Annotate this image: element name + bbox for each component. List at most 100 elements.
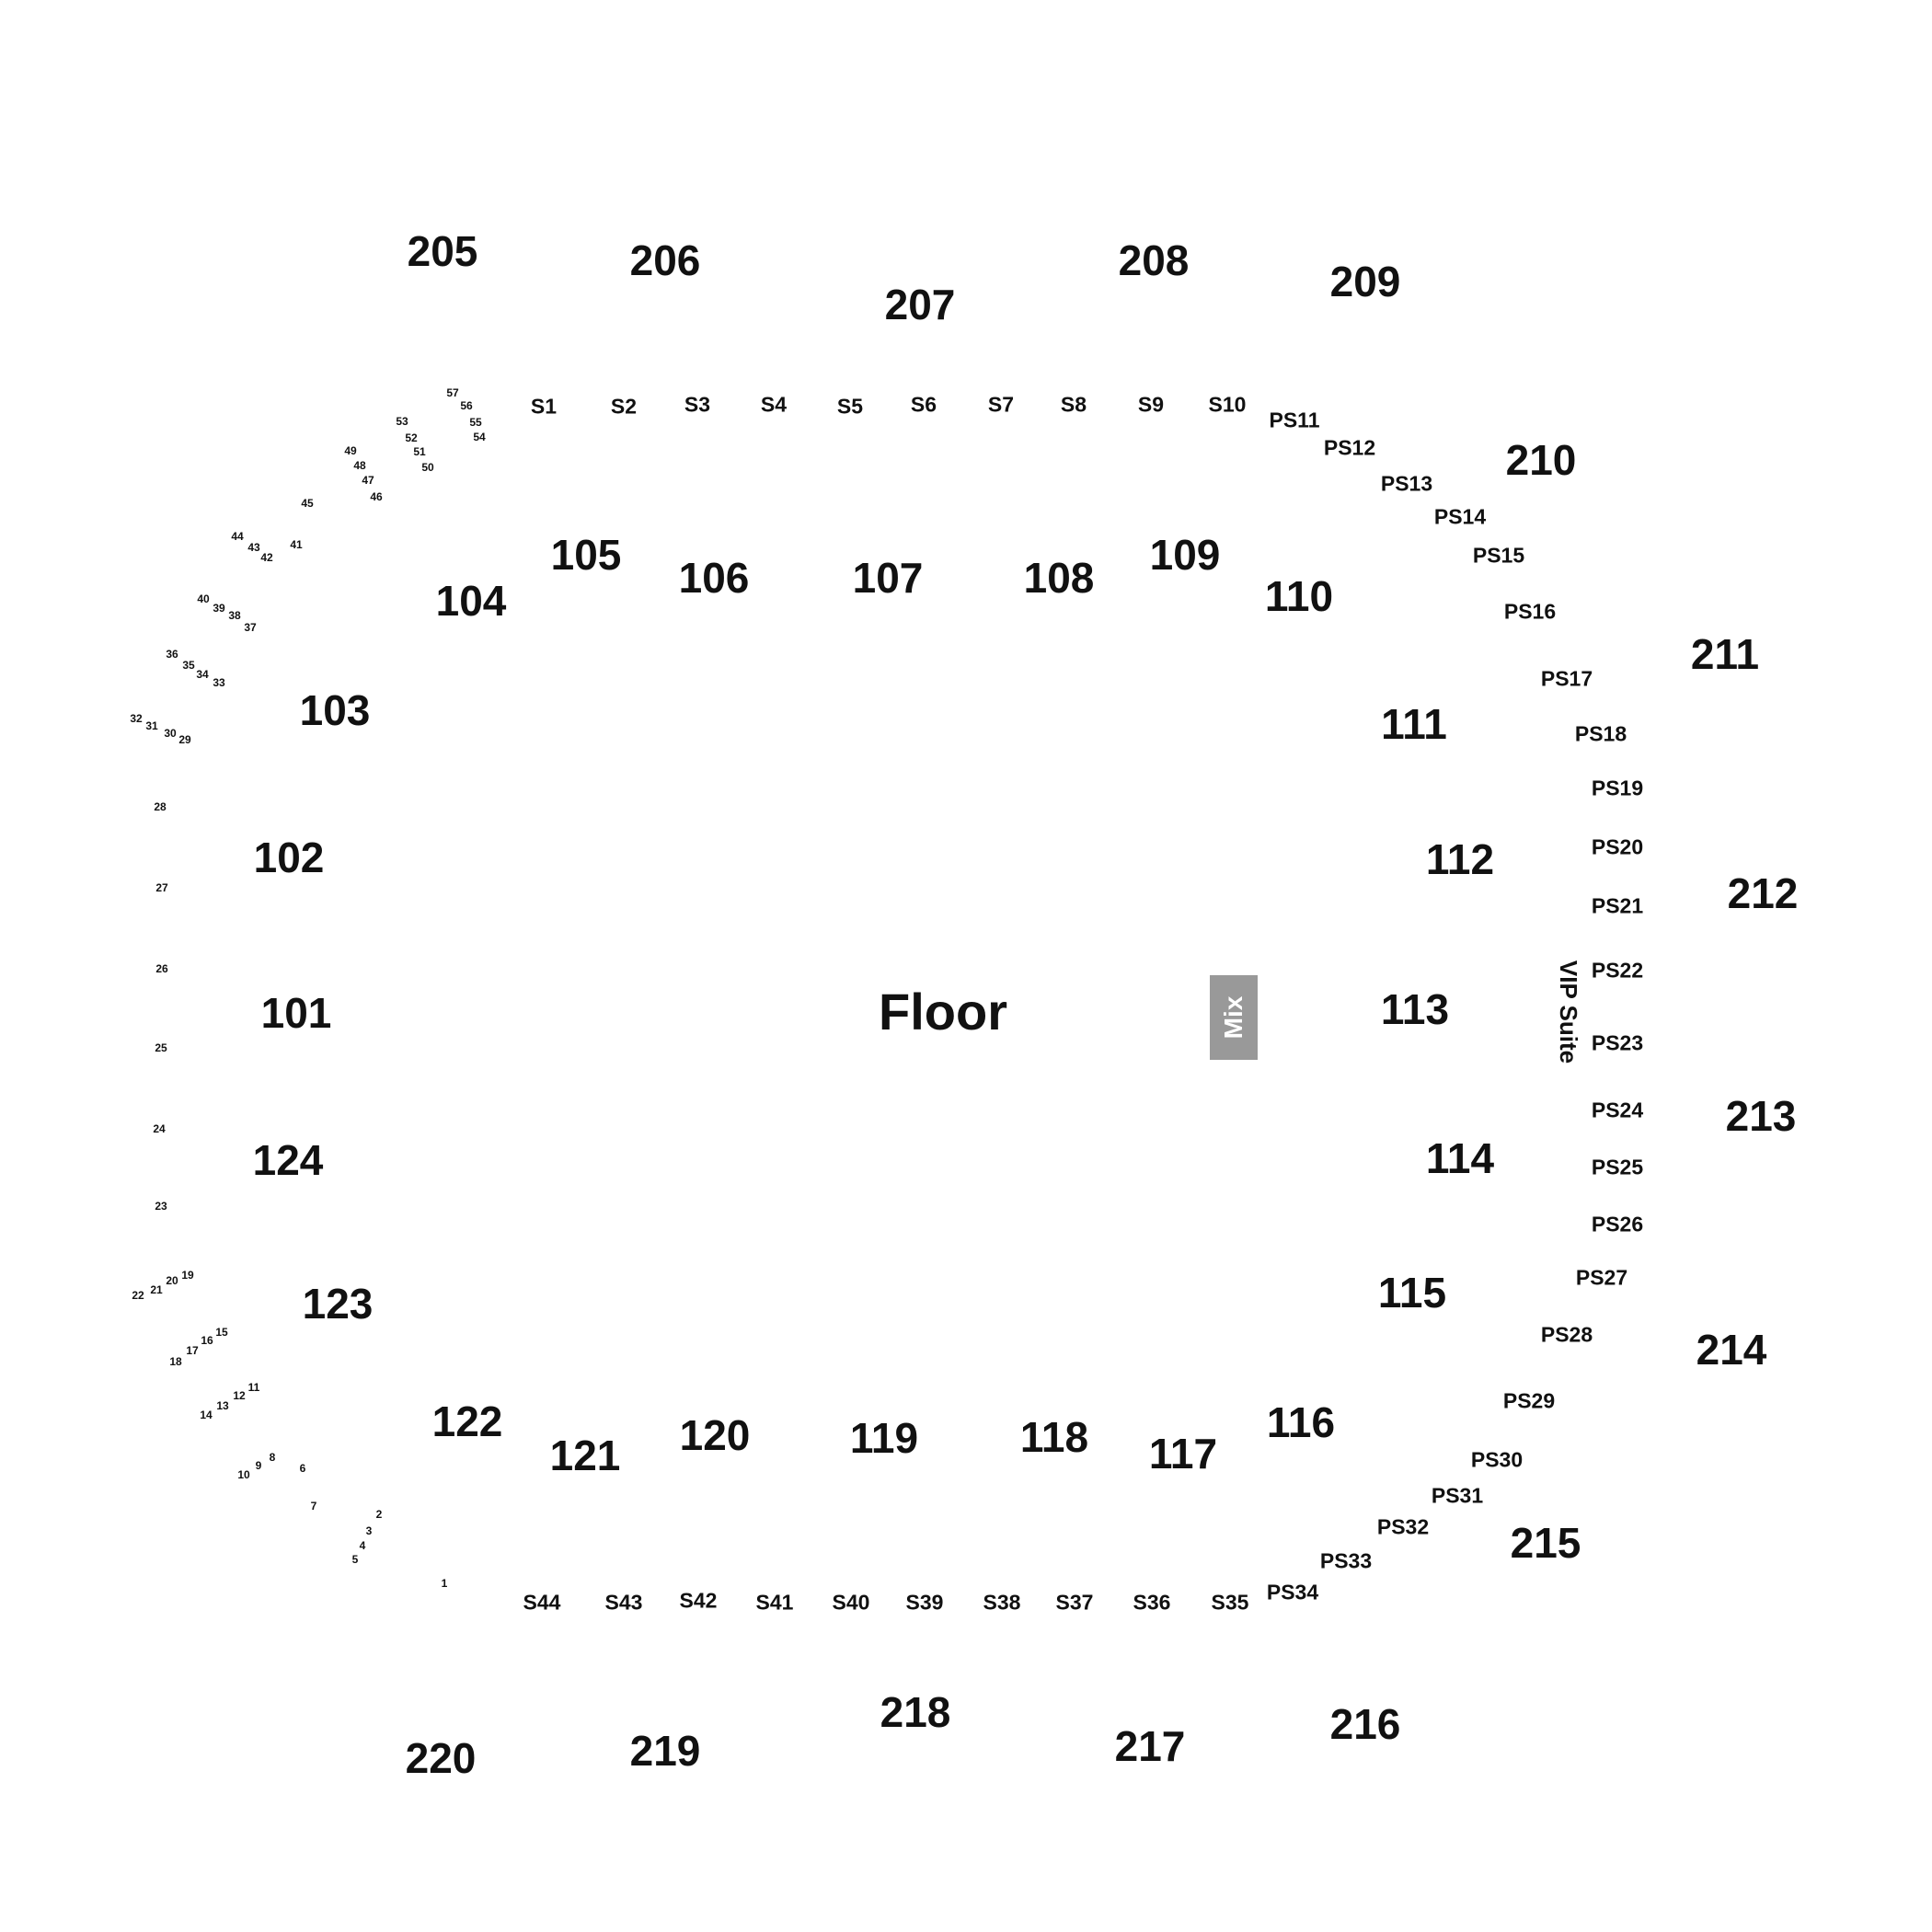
suite-ps11[interactable]: PS11 (1269, 408, 1320, 432)
suite-s6[interactable]: S6 (910, 392, 937, 417)
box-36[interactable]: 36 (166, 648, 178, 661)
section-209[interactable]: 209 (1329, 258, 1401, 305)
section-113[interactable]: 113 (1380, 985, 1450, 1033)
box-18[interactable]: 18 (169, 1355, 182, 1368)
box-34[interactable]: 34 (196, 668, 209, 681)
box-45[interactable]: 45 (301, 497, 314, 510)
section-114[interactable]: 114 (1425, 1134, 1495, 1182)
suite-s42[interactable]: S42 (679, 1588, 718, 1613)
section-220[interactable]: 220 (405, 1734, 477, 1782)
box-47[interactable]: 47 (362, 474, 374, 487)
box-44[interactable]: 44 (231, 530, 244, 543)
section-105[interactable]: 105 (550, 531, 622, 579)
section-213[interactable]: 213 (1725, 1092, 1797, 1140)
box-46[interactable]: 46 (370, 490, 383, 503)
suite-ps15[interactable]: PS15 (1472, 543, 1525, 568)
box-26[interactable]: 26 (155, 962, 168, 975)
suite-ps13[interactable]: PS13 (1380, 471, 1433, 496)
suite-s39[interactable]: S39 (905, 1590, 944, 1615)
box-25[interactable]: 25 (155, 1041, 167, 1054)
section-108[interactable]: 108 (1023, 554, 1095, 602)
section-101[interactable]: 101 (260, 989, 332, 1037)
box-27[interactable]: 27 (155, 881, 168, 894)
section-116[interactable]: 116 (1266, 1398, 1336, 1446)
section-110[interactable]: 110 (1264, 572, 1334, 620)
section-120[interactable]: 120 (679, 1411, 751, 1459)
section-210[interactable]: 210 (1505, 436, 1577, 484)
section-208[interactable]: 208 (1118, 236, 1190, 284)
suite-ps31[interactable]: PS31 (1431, 1483, 1484, 1508)
box-28[interactable]: 28 (154, 800, 167, 813)
box-48[interactable]: 48 (353, 459, 366, 472)
suite-s41[interactable]: S41 (755, 1590, 794, 1615)
suite-ps17[interactable]: PS17 (1540, 666, 1593, 691)
suite-s7[interactable]: S7 (987, 392, 1015, 417)
box-7[interactable]: 7 (310, 1500, 317, 1512)
suite-s36[interactable]: S36 (1133, 1590, 1171, 1615)
box-32[interactable]: 32 (130, 712, 143, 725)
section-104[interactable]: 104 (435, 577, 507, 625)
box-53[interactable]: 53 (396, 415, 408, 428)
suite-s40[interactable]: S40 (832, 1590, 870, 1615)
suite-s5[interactable]: S5 (836, 394, 864, 419)
suite-ps12[interactable]: PS12 (1323, 435, 1376, 460)
suite-s8[interactable]: S8 (1060, 392, 1087, 417)
section-109[interactable]: 109 (1149, 531, 1221, 579)
floor-section[interactable]: Floor (879, 983, 1007, 1041)
box-37[interactable]: 37 (244, 621, 257, 634)
suite-s3[interactable]: S3 (684, 392, 711, 417)
box-5[interactable]: 5 (351, 1553, 359, 1566)
box-4[interactable]: 4 (359, 1539, 366, 1552)
section-214[interactable]: 214 (1696, 1326, 1767, 1374)
suite-s43[interactable]: S43 (604, 1590, 643, 1615)
box-52[interactable]: 52 (405, 431, 418, 444)
suite-s9[interactable]: S9 (1137, 392, 1165, 417)
suite-ps29[interactable]: PS29 (1502, 1388, 1556, 1413)
suite-ps20[interactable]: PS20 (1591, 834, 1644, 859)
section-205[interactable]: 205 (407, 227, 478, 275)
suite-ps14[interactable]: PS14 (1433, 504, 1487, 529)
box-40[interactable]: 40 (197, 592, 210, 605)
section-212[interactable]: 212 (1727, 869, 1799, 917)
section-115[interactable]: 115 (1377, 1269, 1447, 1317)
suite-s44[interactable]: S44 (523, 1590, 561, 1615)
box-49[interactable]: 49 (344, 444, 357, 457)
box-10[interactable]: 10 (237, 1468, 250, 1481)
section-211[interactable]: 211 (1690, 630, 1760, 678)
box-23[interactable]: 23 (155, 1200, 167, 1213)
section-122[interactable]: 122 (431, 1397, 503, 1445)
box-16[interactable]: 16 (201, 1334, 213, 1347)
box-35[interactable]: 35 (182, 659, 195, 672)
box-57[interactable]: 57 (446, 386, 459, 399)
suite-ps22[interactable]: PS22 (1591, 958, 1644, 983)
box-15[interactable]: 15 (215, 1326, 228, 1339)
suite-ps32[interactable]: PS32 (1376, 1514, 1430, 1539)
box-54[interactable]: 54 (473, 431, 486, 443)
section-111[interactable]: 111 (1381, 700, 1447, 748)
section-219[interactable]: 219 (629, 1727, 701, 1775)
box-51[interactable]: 51 (413, 445, 426, 458)
section-117[interactable]: 117 (1148, 1430, 1218, 1478)
suite-ps27[interactable]: PS27 (1575, 1265, 1628, 1290)
suite-ps18[interactable]: PS18 (1574, 721, 1627, 746)
section-215[interactable]: 215 (1510, 1519, 1581, 1567)
suite-ps19[interactable]: PS19 (1591, 776, 1644, 800)
box-3[interactable]: 3 (365, 1524, 373, 1537)
box-2[interactable]: 2 (375, 1508, 383, 1521)
section-124[interactable]: 124 (252, 1136, 324, 1184)
box-24[interactable]: 24 (153, 1122, 166, 1135)
section-217[interactable]: 217 (1114, 1722, 1186, 1770)
suite-ps30[interactable]: PS30 (1470, 1447, 1524, 1472)
box-38[interactable]: 38 (228, 609, 241, 622)
suite-s4[interactable]: S4 (760, 392, 788, 417)
suite-ps26[interactable]: PS26 (1591, 1212, 1644, 1236)
box-21[interactable]: 21 (150, 1283, 163, 1296)
box-33[interactable]: 33 (213, 676, 225, 689)
suite-ps16[interactable]: PS16 (1503, 599, 1557, 624)
box-8[interactable]: 8 (269, 1451, 276, 1464)
section-218[interactable]: 218 (880, 1688, 951, 1736)
section-123[interactable]: 123 (302, 1280, 374, 1328)
box-41[interactable]: 41 (290, 538, 303, 551)
suite-ps23[interactable]: PS23 (1591, 1030, 1644, 1055)
section-112[interactable]: 112 (1425, 835, 1495, 883)
